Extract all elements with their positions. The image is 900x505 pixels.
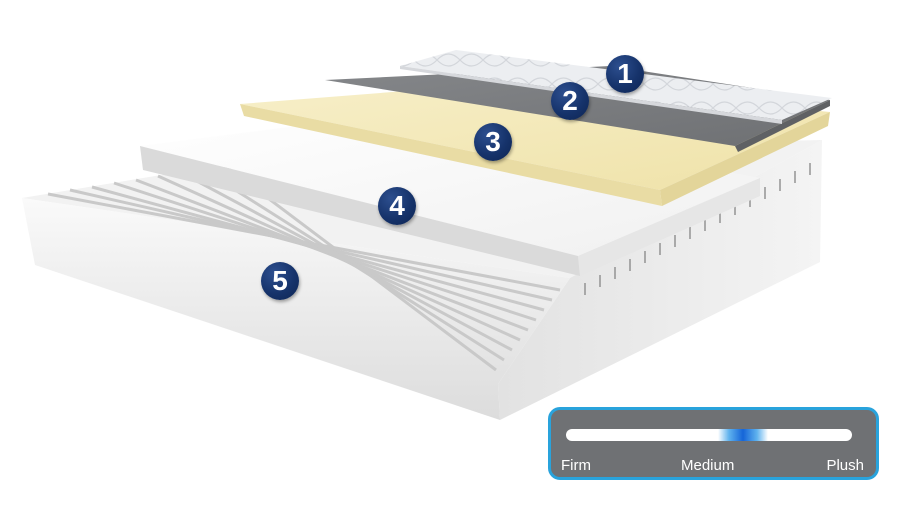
layer-4-badge: 4 — [378, 187, 416, 225]
layer-2-badge: 2 — [551, 82, 589, 120]
firmness-label-plush: Plush — [826, 457, 864, 474]
layer-4-white-foam — [140, 112, 760, 276]
layer-3-badge: 3 — [474, 123, 512, 161]
firmness-scale: Firm Medium Plush — [548, 407, 879, 480]
firmness-label-firm: Firm — [561, 457, 591, 474]
layer-1-badge: 1 — [606, 55, 644, 93]
firmness-label-medium: Medium — [681, 457, 735, 474]
firmness-marker — [718, 429, 769, 441]
layer-5-badge: 5 — [261, 262, 299, 300]
firmness-track — [566, 429, 852, 441]
